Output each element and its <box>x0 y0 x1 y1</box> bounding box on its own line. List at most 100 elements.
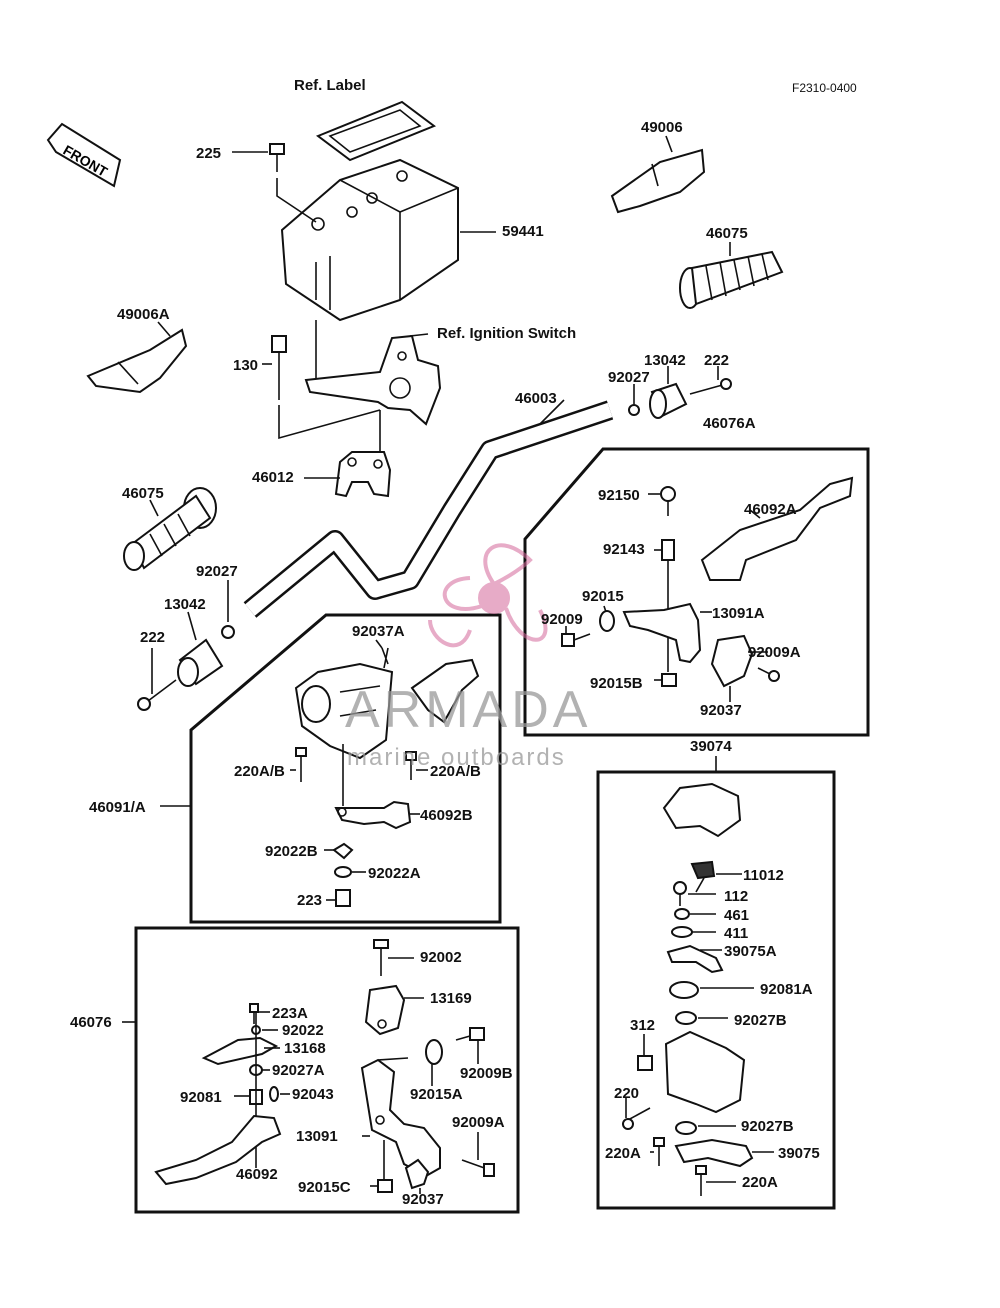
master-cylinder-cover <box>280 158 459 322</box>
bolt-92002 <box>373 939 389 976</box>
label-39074: 39074 <box>690 738 732 755</box>
pin-92037a <box>381 647 389 669</box>
washer-92015 <box>599 610 615 632</box>
bolt-92009 <box>561 633 591 647</box>
label-39075a: 39075A <box>724 943 777 960</box>
collar-92027b-upper <box>675 1011 697 1025</box>
watermark-propeller-icon <box>428 543 548 648</box>
label-223: 223 <box>297 892 323 909</box>
box-46076 <box>134 926 520 1214</box>
bolt-222-left <box>137 679 177 711</box>
label-92037-right: 92037 <box>700 702 742 719</box>
label-92150: 92150 <box>598 487 640 504</box>
washer-461 <box>674 908 690 920</box>
plate-39075 <box>674 1138 754 1168</box>
collar-92027-left <box>221 625 235 639</box>
spring-92081a <box>669 981 699 999</box>
label-46012: 46012 <box>252 469 294 486</box>
label-13168: 13168 <box>284 1040 326 1057</box>
label-92081: 92081 <box>180 1089 222 1106</box>
label-ref-ignition: Ref. Ignition Switch <box>437 325 577 342</box>
ref-label-plate <box>315 100 437 162</box>
lever-46092b-small <box>410 658 480 724</box>
label-220: 220 <box>614 1085 640 1102</box>
screw-220 <box>622 1107 651 1130</box>
nut-92022b <box>332 842 354 860</box>
label-220a-upper: 220A <box>605 1145 641 1162</box>
label-411: 411 <box>724 925 749 942</box>
screw-220ab-left <box>295 747 307 782</box>
label-39075: 39075 <box>778 1145 820 1162</box>
bracket-13091 <box>360 1058 441 1178</box>
watermark-tagline: marine outboards <box>347 744 566 771</box>
label-46075-left: 46075 <box>122 485 164 502</box>
nut-92015c <box>377 1179 393 1193</box>
label-92015c: 92015C <box>298 1179 351 1196</box>
screw-225 <box>269 143 285 172</box>
weight-13042-top <box>649 382 688 419</box>
label-11012: 11012 <box>743 867 784 884</box>
screw-223a <box>249 1003 259 1024</box>
grip-cover-49006a <box>86 328 188 394</box>
label-49006: 49006 <box>641 119 683 136</box>
label-13042-top: 13042 <box>644 352 686 369</box>
label-46091a: 46091/A <box>89 799 146 816</box>
label-92143: 92143 <box>603 541 645 558</box>
bolt-92009a-bottom <box>461 1159 495 1177</box>
label-92027b-upper: 92027B <box>734 1012 787 1029</box>
label-112: 112 <box>724 888 749 905</box>
collar-92027-top <box>628 404 640 416</box>
label-92027a: 92027A <box>272 1062 325 1079</box>
label-49006a: 49006A <box>117 306 170 323</box>
label-92009a-bottom: 92009A <box>452 1114 505 1131</box>
label-92027-top: 92027 <box>608 369 650 386</box>
label-13042-left: 13042 <box>164 596 206 613</box>
lever-46092 <box>154 1114 282 1186</box>
clamp-92037-bottom <box>404 1158 430 1190</box>
label-46092b: 46092B <box>420 807 473 824</box>
box-46076a <box>523 447 870 737</box>
housing-39074 <box>664 1030 746 1114</box>
label-92015b: 92015B <box>590 675 643 692</box>
label-225: 225 <box>196 145 222 162</box>
plate-39075a <box>666 944 724 974</box>
label-46003: 46003 <box>515 390 557 407</box>
diagram-code: F2310-0400 <box>792 81 857 95</box>
weight-13042-left <box>177 638 224 687</box>
label-220ab-left: 220A/B <box>234 763 285 780</box>
front-arrow-icon: FRONT <box>46 122 122 188</box>
handlebar-holder <box>334 451 392 498</box>
bracket-13091a <box>622 602 702 664</box>
handlebar-tube <box>243 400 614 618</box>
lever-46092b <box>334 800 412 830</box>
label-92022: 92022 <box>282 1022 324 1039</box>
washer-411 <box>671 926 693 938</box>
label-46076a: 46076A <box>703 415 756 432</box>
label-46075-top: 46075 <box>706 225 748 242</box>
label-222-top: 222 <box>704 352 730 369</box>
label-92022b: 92022B <box>265 843 318 860</box>
screw-112 <box>673 881 687 906</box>
label-46076: 46076 <box>70 1014 112 1031</box>
label-92081a: 92081A <box>760 981 813 998</box>
label-46092: 46092 <box>236 1166 278 1183</box>
cap-39074 <box>662 782 742 838</box>
label-92009: 92009 <box>541 611 583 628</box>
label-46092a: 46092A <box>744 501 797 518</box>
label-92037a: 92037A <box>352 623 405 640</box>
switch-11012 <box>690 860 716 893</box>
label-92002: 92002 <box>420 949 462 966</box>
label-92015a: 92015A <box>410 1086 463 1103</box>
nut-92015b <box>661 673 677 687</box>
lever-46092a <box>700 476 854 581</box>
washer-92015a <box>425 1039 443 1065</box>
label-220ab-right: 220A/B <box>430 763 481 780</box>
switch-housing-46091 <box>294 662 394 760</box>
label-13091: 13091 <box>296 1128 338 1145</box>
label-59441: 59441 <box>502 223 544 240</box>
label-130: 130 <box>233 357 259 374</box>
bolt-222-top <box>689 378 732 395</box>
label-13091a: 13091A <box>712 605 765 622</box>
watermark-brand: ARMADA <box>345 681 592 739</box>
